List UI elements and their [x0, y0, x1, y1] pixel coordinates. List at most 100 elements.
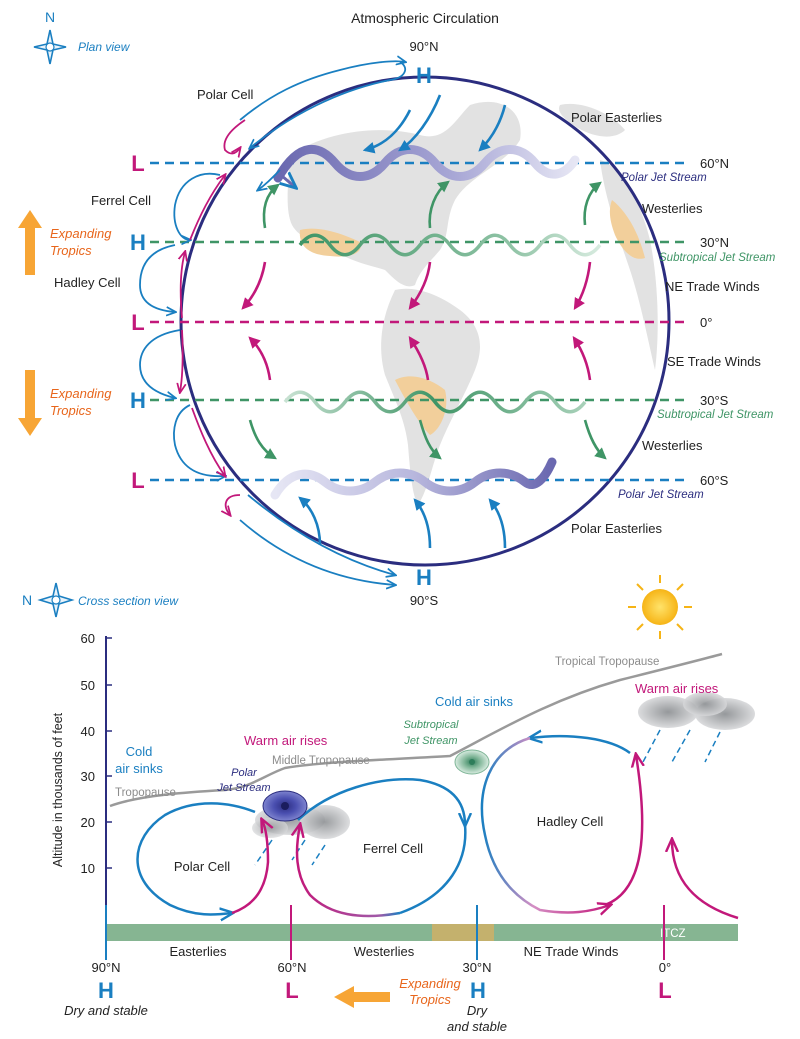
svg-text:Expanding: Expanding — [50, 226, 112, 241]
svg-text:20: 20 — [81, 815, 95, 830]
plan-polar-cell-label: Polar Cell — [197, 87, 253, 102]
section-pressure-labels: H L H L — [98, 978, 672, 1003]
svg-text:Expanding: Expanding — [399, 976, 461, 991]
svg-text:H: H — [470, 978, 486, 1003]
svg-text:Subtropical Jet Stream: Subtropical Jet Stream — [659, 252, 776, 264]
plan-low-60n: L — [131, 151, 144, 176]
svg-text:60°N: 60°N — [277, 960, 306, 975]
plan-high-south: H — [416, 565, 432, 590]
svg-text:Polar Easterlies: Polar Easterlies — [571, 110, 663, 125]
surface-wind-arrows — [241, 94, 607, 549]
latitude-markers — [105, 905, 665, 960]
plan-ferrel-cell-label: Ferrel Cell — [91, 193, 151, 208]
svg-text:Tropics: Tropics — [50, 243, 92, 258]
latitude-lines — [150, 161, 690, 482]
itcz-label: ITCZ — [660, 928, 686, 940]
svg-text:30°S: 30°S — [700, 393, 729, 408]
svg-text:Tropics: Tropics — [50, 403, 92, 418]
svg-text:Cross section view: Cross section view — [78, 594, 179, 608]
svg-text:air sinks: air sinks — [115, 761, 163, 776]
polar-jet-stream-south — [270, 457, 557, 500]
plan-view-label: Plan view — [78, 40, 131, 54]
svg-text:Subtropical Jet Stream: Subtropical Jet Stream — [657, 409, 774, 421]
svg-text:Tropics: Tropics — [409, 992, 451, 1007]
arrow-down-icon — [18, 370, 42, 436]
sun-icon — [628, 575, 692, 639]
svg-text:90°N: 90°N — [91, 960, 120, 975]
svg-text:40: 40 — [81, 724, 95, 739]
svg-text:Polar Jet Stream: Polar Jet Stream — [621, 172, 707, 184]
section-polar-jet-icon — [262, 790, 308, 822]
section-expanding-tropics: Expanding Tropics — [334, 976, 461, 1008]
plan-circulation-cells — [139, 61, 405, 585]
svg-text:Polar Easterlies: Polar Easterlies — [571, 521, 663, 536]
section-ferrel-cell — [297, 778, 465, 918]
svg-text:H: H — [98, 978, 114, 1003]
polar-jet-stream-north — [273, 145, 580, 183]
arrow-left-icon — [334, 986, 390, 1008]
svg-text:SE Trade Winds: SE Trade Winds — [667, 354, 761, 369]
svg-text:Westerlies: Westerlies — [642, 201, 703, 216]
tropopause-line — [109, 652, 723, 808]
plan-expanding-tropics-north: Expanding Tropics — [18, 210, 112, 275]
svg-text:Hadley Cell: Hadley Cell — [537, 814, 604, 829]
svg-text:Easterlies: Easterlies — [169, 944, 227, 959]
svg-text:30: 30 — [81, 769, 95, 784]
svg-text:N: N — [22, 592, 32, 608]
section-surface-winds: Easterlies Westerlies NE Trade Winds — [169, 944, 618, 959]
section-polar-cell — [136, 802, 269, 914]
plan-jet-labels: Polar Jet Stream Subtropical Jet Stream … — [618, 172, 776, 501]
rain-streaks — [254, 729, 721, 866]
svg-text:Ferrel Cell: Ferrel Cell — [363, 841, 423, 856]
dry-stable-label-1: Dry and stable — [64, 1003, 148, 1018]
svg-text:L: L — [658, 978, 671, 1003]
svg-text:Polar Jet Stream: Polar Jet Stream — [618, 489, 704, 501]
svg-text:Cold air sinks: Cold air sinks — [435, 694, 514, 709]
svg-text:Westerlies: Westerlies — [642, 438, 703, 453]
plan-low-60s: L — [131, 468, 144, 493]
svg-text:Warm air rises: Warm air rises — [635, 681, 719, 696]
plan-title: Atmospheric Circulation — [351, 10, 499, 26]
svg-text:0°: 0° — [659, 960, 671, 975]
svg-text:60: 60 — [81, 631, 95, 646]
pole-north-label: 90°N — [409, 39, 438, 54]
tropical-tropopause-label: Tropical Tropopause — [555, 656, 659, 668]
subtropical-jet-stream-south — [283, 390, 587, 414]
section-compass: N Cross section view — [22, 582, 179, 618]
plan-pressure-labels: H H L H L H L — [130, 63, 432, 590]
svg-text:0°: 0° — [700, 315, 712, 330]
pole-south-label: 90°S — [410, 593, 439, 608]
svg-text:Polar Cell: Polar Cell — [174, 859, 230, 874]
section-subtropical-jet-icon — [454, 749, 490, 775]
y-axis-label: Altitude in thousands of feet — [51, 712, 65, 867]
svg-text:Expanding: Expanding — [50, 386, 112, 401]
plan-latitude-labels: 60°N 30°N 0° 30°S 60°S — [700, 156, 729, 488]
subtropical-jet-stream-north — [298, 233, 602, 257]
section-lat-labels: 90°N 60°N 30°N 0° — [91, 960, 671, 975]
plan-hadley-cell-label: Hadley Cell — [54, 275, 121, 290]
svg-text:Warm air rises: Warm air rises — [244, 733, 328, 748]
dry-stable-label-2a: Dry — [467, 1003, 489, 1018]
svg-text:Subtropical: Subtropical — [403, 719, 459, 731]
svg-text:60°S: 60°S — [700, 473, 729, 488]
dry-stable-label-2b: and stable — [447, 1019, 507, 1034]
plan-high-north: H — [416, 63, 432, 88]
svg-text:30°N: 30°N — [700, 235, 729, 250]
polar-jet-north-arrowhead — [282, 176, 295, 187]
plan-high-30s: H — [130, 388, 146, 413]
compass-n-label: N — [45, 9, 55, 25]
cloud-icon-right — [638, 692, 755, 730]
ground-bar: ITCZ — [106, 924, 738, 941]
plan-expanding-tropics-south: Expanding Tropics — [18, 370, 112, 436]
tropopause-label: Tropopause — [115, 787, 176, 799]
plan-low-eq: L — [131, 310, 144, 335]
svg-text:Westerlies: Westerlies — [354, 944, 415, 959]
plan-compass: N Plan view — [33, 9, 131, 65]
svg-text:NE Trade Winds: NE Trade Winds — [665, 279, 760, 294]
y-axis: 60 50 40 30 20 10 Altitude in thousands … — [51, 631, 112, 955]
plan-wind-labels: Polar Easterlies Westerlies NE Trade Win… — [571, 110, 761, 536]
svg-text:Jet Stream: Jet Stream — [403, 735, 457, 747]
plan-high-30n: H — [130, 230, 146, 255]
svg-text:NE Trade Winds: NE Trade Winds — [524, 944, 619, 959]
svg-text:50: 50 — [81, 678, 95, 693]
